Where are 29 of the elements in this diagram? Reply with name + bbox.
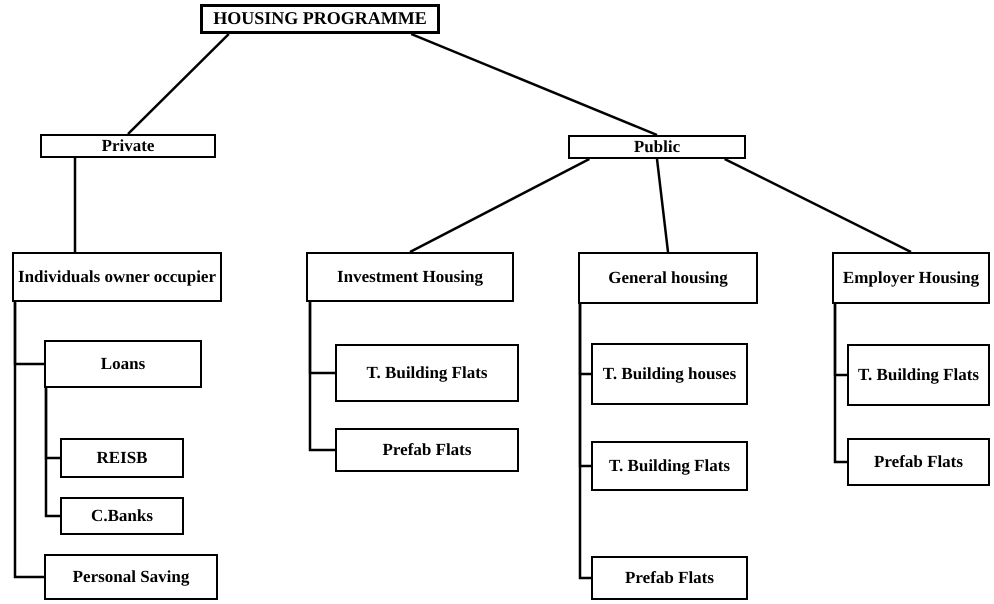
category-box: Prefab Flats	[335, 428, 519, 472]
category-box: Prefab Flats	[591, 556, 748, 600]
connector-line	[410, 32, 658, 136]
category-box: HOUSING PROGRAMME	[200, 4, 440, 34]
connector-line	[127, 33, 230, 135]
category-box: T. Building Flats	[847, 344, 990, 406]
category-box: T. Building houses	[591, 343, 748, 405]
category-box: General housing	[578, 252, 758, 304]
category-box: Public	[568, 135, 746, 159]
connector-line	[308, 302, 335, 452]
category-box: C.Banks	[60, 497, 184, 535]
category-box: Investment Housing	[306, 252, 514, 302]
category-box: Individuals owner occupier	[12, 252, 222, 302]
connector-line	[44, 388, 60, 518]
category-box: Personal Saving	[44, 554, 218, 600]
category-box: Employer Housing	[832, 252, 990, 304]
category-box: REISB	[60, 438, 184, 478]
category-box: T. Building Flats	[591, 441, 748, 491]
category-box: Private	[40, 134, 216, 158]
connector-line	[14, 302, 44, 578]
connector-line	[578, 304, 591, 580]
connector-line	[724, 158, 912, 254]
connector-line	[656, 158, 670, 252]
category-box: Prefab Flats	[847, 438, 990, 486]
category-box: T. Building Flats	[335, 344, 519, 402]
connector-line	[409, 158, 590, 254]
connector-line	[74, 158, 76, 252]
connector-line	[834, 304, 847, 464]
category-box: Loans	[44, 340, 202, 388]
